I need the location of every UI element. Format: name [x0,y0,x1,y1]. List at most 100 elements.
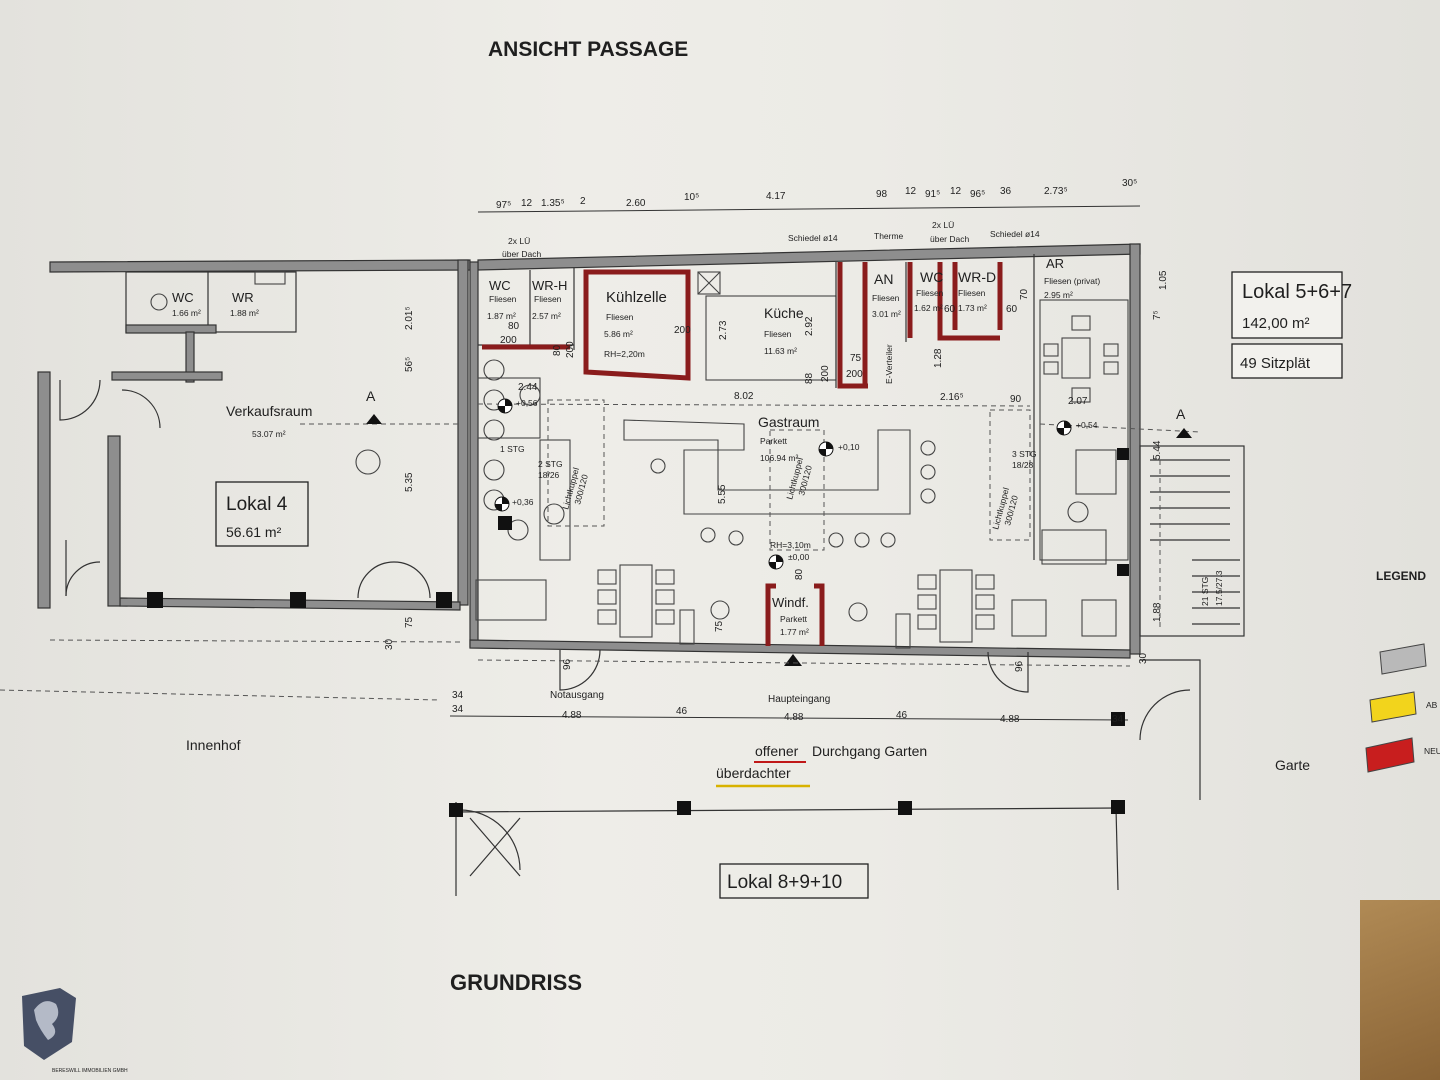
dim-top-13: 36 [1000,186,1012,197]
dim-top-1: 97⁵ [496,200,511,211]
kuehlzelle-rh: RH=2,20m [604,349,645,359]
an-floor: Fliesen [872,293,900,303]
dim-80-c: 80 [794,568,805,580]
lokal4-wc-label: WC [172,290,194,305]
windf-label: Windf. [772,595,809,610]
gastraum-area: 106.94 m² [760,453,798,463]
level-010: +0,10 [838,442,860,452]
section-arrow-left [366,414,382,424]
kuehlzelle-area: 5.86 m² [604,329,633,339]
wc-floor: Fliesen [489,294,517,304]
dim-34-a: 34 [452,690,464,701]
notausgang-label: Notausgang [550,690,604,701]
ar-area: 2.95 m² [1044,290,1073,300]
lokal4-area-box [215,481,309,547]
dim-top-3: 1.35⁵ [541,198,565,209]
wrh-floor: Fliesen [534,294,562,304]
lokal4-box-title: Lokal 4 [226,494,288,515]
e-verteiler-label: E-Verteiler [884,344,894,384]
dim-80-a: 80 [508,321,520,332]
stg-3-label: 3 STG [1012,449,1037,459]
dim-75-b: 75 [714,620,725,632]
wrd-label: WR-D [958,269,996,285]
lokal567-dim-544: 5.44 [1152,440,1163,460]
level-054: +0,54 [1076,420,1098,430]
lokal4-dim-201: 2.01⁵ [404,306,415,330]
dim-200-b: 200 [674,325,691,336]
lokal567-area: 142,00 m² [1242,315,1310,332]
schiedel-label-1: Schiedel ø14 [788,233,838,243]
seats-box [1231,343,1343,379]
dim-top-9: 12 [905,186,917,197]
dim-90-right: 90 [1010,394,1022,405]
lokal8910-label: Lokal 8+9+10 [727,872,842,893]
haupteingang-label: Haupteingang [768,694,830,705]
dim-273: 2.73 [718,320,729,340]
lokal567-title: Lokal 5+6+7 [1242,281,1352,303]
dim-200-c: 200 [565,341,576,358]
dim-200-e: 200 [846,369,863,380]
gastraum-label: Gastraum [758,414,819,430]
dim-46-b: 46 [896,710,908,721]
dim-244: 2.44 [518,382,538,393]
lokal4-dim-56: 56⁵ [404,357,415,372]
dim-top-5: 2.60 [626,198,646,209]
schiedel-label-2: Schiedel ø14 [990,229,1040,239]
legend-title: LEGEND [1376,569,1426,583]
kuehlzelle-label: Kühlzelle [606,289,667,306]
dim-top-4: 2 [580,196,586,207]
dim-488-c: 4.88 [1000,714,1020,725]
kueche-area: 11.63 m² [764,346,797,356]
garten-label: Garte [1275,757,1310,773]
dim-34-c: 34 [1112,714,1124,725]
dim-80-b: 80 [552,344,563,356]
dim-top-10: 91⁵ [925,189,940,200]
dim-200-d: 200 [820,365,831,382]
wc-label: WC [489,278,511,293]
legend-swatch-grey [1379,643,1427,675]
verkaufsraum-area: 53.07 m² [252,429,286,439]
dim-88: 88 [804,372,815,384]
wc2-label: WC [920,269,943,285]
an-area: 3.01 m² [872,309,901,319]
therme-label: Therme [874,231,904,241]
ueber-dach-right-label: über Dach [930,234,969,244]
dim-top-11: 12 [950,186,962,197]
lokal567-box [1231,271,1343,339]
gastraum-floor: Parkett [760,436,788,446]
lokal567-dim-7: 7⁵ [1152,310,1163,320]
dim-46-a: 46 [676,706,688,717]
dim-802: 8.02 [734,391,754,402]
legend-item-3: NEU [1424,746,1440,756]
wc2-area: 1.62 m² [914,303,943,313]
stg-3-ratio: 18/28 [1012,460,1034,470]
dim-216: 2.16⁵ [940,392,964,403]
dim-30-bottom: 30 [1138,652,1149,664]
windf-floor: Parkett [780,614,808,624]
stg-2-ratio: 18/26 [538,470,560,480]
door-96-a: 96 [562,658,573,670]
dim-60: 60 [1006,304,1018,315]
dim-top-2: 12 [521,198,533,209]
legend-item-2: AB [1426,700,1438,710]
legend-swatch-yellow [1369,691,1417,723]
dim-207: 2.07 [1068,396,1088,407]
an-label: AN [874,271,893,287]
bottom-area [0,639,1201,896]
dim-34-b: 34 [452,704,464,715]
stg-1-label: 1 STG [500,444,525,454]
lokal4-box-area: 56.61 m² [226,524,282,540]
dim-555: 5.55 [717,484,728,504]
lokal4-wc-area: 1.66 m² [172,308,201,318]
ueberdachter-label: überdachter [716,765,791,781]
lokal4-wr-label: WR [232,290,254,305]
lokal4-dim-30: 30 [384,638,395,650]
ueber-dach-left-label: über Dach [502,249,541,259]
dim-top-7: 4.17 [766,191,786,202]
dim-top-15: 30⁵ [1122,178,1137,189]
stair-21-label: 21 STG [1200,577,1210,606]
door-96-b: 96 [1014,660,1025,672]
dim-70: 70 [1019,288,1030,300]
kueche-label: Küche [764,305,804,321]
